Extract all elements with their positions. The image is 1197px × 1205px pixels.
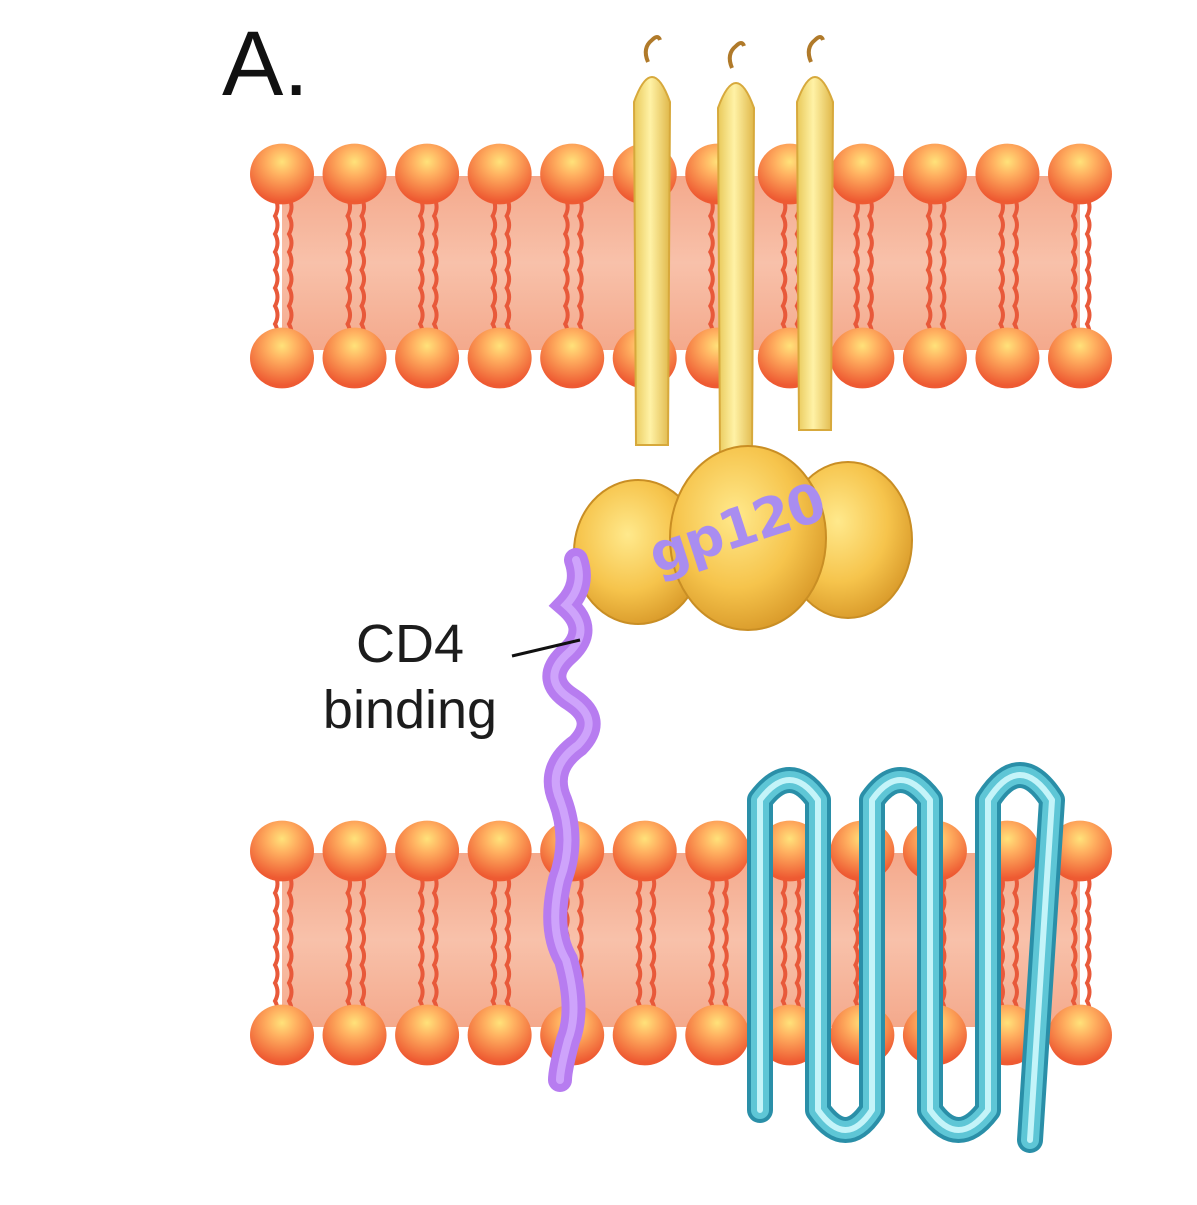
lipid-tail <box>562 197 570 343</box>
lipid-tail <box>853 874 860 1020</box>
gp41-stalk-body <box>795 76 835 431</box>
lipid-head <box>1048 1004 1112 1066</box>
cd4-label-line2: binding <box>322 679 498 740</box>
lipid-head <box>830 327 895 389</box>
lipid-head <box>395 1004 460 1066</box>
lipid-tail <box>649 874 657 1020</box>
lipid-tail <box>1070 197 1078 343</box>
proteins-group: gp120 <box>511 35 1065 1153</box>
lipid-tail <box>707 197 715 343</box>
lipid-head <box>612 820 677 882</box>
lipid-tail <box>925 197 933 343</box>
gp120-sphere-front <box>669 445 827 631</box>
lipid-head <box>250 1004 314 1066</box>
lipid-head <box>467 820 532 882</box>
lipid-head <box>322 143 387 205</box>
cd4-binding-label: CD4 binding <box>300 612 520 744</box>
lipid-tail <box>504 874 512 1020</box>
membrane-core <box>282 176 1080 350</box>
lipid-tail <box>345 197 353 343</box>
lipid-tail <box>359 874 367 1020</box>
lipid-tail <box>1012 197 1019 343</box>
lipid-head <box>612 1004 677 1066</box>
lipid-tail <box>576 197 584 343</box>
lipid-tail <box>417 197 425 343</box>
coreceptor-highlight <box>757 772 1055 1143</box>
membranes-group <box>250 143 1112 1066</box>
gp41-stalk-tip <box>806 35 825 63</box>
lipid-head <box>1048 820 1112 882</box>
cd4-receptor-highlight <box>550 556 593 1084</box>
lipid-tail <box>272 874 280 1020</box>
gp41-stalk-body <box>716 82 756 456</box>
lipid-head <box>540 143 605 205</box>
lipid-head <box>250 327 314 389</box>
lipid-head <box>830 143 895 205</box>
panel-label: A. <box>222 13 309 115</box>
lipid-tail <box>431 197 439 343</box>
lipid-tail <box>417 874 425 1020</box>
lipid-tail <box>794 874 802 1020</box>
lipid-tail <box>939 197 947 343</box>
lipid-head <box>322 327 387 389</box>
lipid-head <box>322 1004 387 1066</box>
lipid-head <box>467 143 532 205</box>
lipid-tail <box>490 874 498 1020</box>
lipid-tail <box>707 874 715 1020</box>
lipid-tail <box>431 874 439 1020</box>
lipid-head <box>395 327 460 389</box>
lipid-tail <box>490 197 498 343</box>
lipid-tail <box>286 197 294 343</box>
lipid-tail <box>272 197 280 343</box>
lipid-head <box>467 1004 532 1066</box>
cd4-pointer-line <box>511 638 581 658</box>
lipid-tail <box>345 874 353 1020</box>
lipid-tail <box>635 874 643 1020</box>
lipid-tail <box>853 197 860 343</box>
lipid-head <box>1048 143 1112 205</box>
lipid-head <box>975 327 1040 389</box>
lipid-head <box>902 143 967 205</box>
viral-membrane <box>250 143 1112 389</box>
lipid-head <box>395 143 460 205</box>
gp41-stalk-tip <box>643 35 662 63</box>
lipid-tail <box>780 874 788 1020</box>
gp41-stalk <box>795 35 835 431</box>
lipid-tail <box>780 197 788 343</box>
lipid-head <box>467 327 532 389</box>
lipid-tail <box>1084 197 1092 343</box>
lipid-head <box>685 1004 750 1066</box>
lipid-head <box>250 820 314 882</box>
gp41-stalk-tip <box>727 41 746 69</box>
membrane-core <box>282 853 1080 1027</box>
lipid-head <box>540 327 605 389</box>
lipid-tail <box>359 197 367 343</box>
lipid-tail <box>1012 874 1019 1020</box>
gp41-stalk-body <box>632 76 672 446</box>
lipid-tail <box>504 197 512 343</box>
lipid-head <box>322 820 387 882</box>
lipid-head <box>250 143 314 205</box>
gp41-stalk <box>632 35 672 446</box>
lipid-tail <box>1070 874 1078 1020</box>
lipid-head <box>395 820 460 882</box>
lipid-head <box>975 143 1040 205</box>
lipid-head <box>685 820 750 882</box>
cd4-label-line1: CD4 <box>355 614 465 674</box>
gp41-stalk <box>716 41 756 456</box>
lipid-tail <box>721 874 729 1020</box>
lipid-head <box>902 327 967 389</box>
lipid-tail <box>998 197 1005 343</box>
lipid-tail <box>867 197 874 343</box>
lipid-tail <box>1084 874 1092 1020</box>
lipid-head <box>1048 327 1112 389</box>
lipid-tail <box>286 874 294 1020</box>
